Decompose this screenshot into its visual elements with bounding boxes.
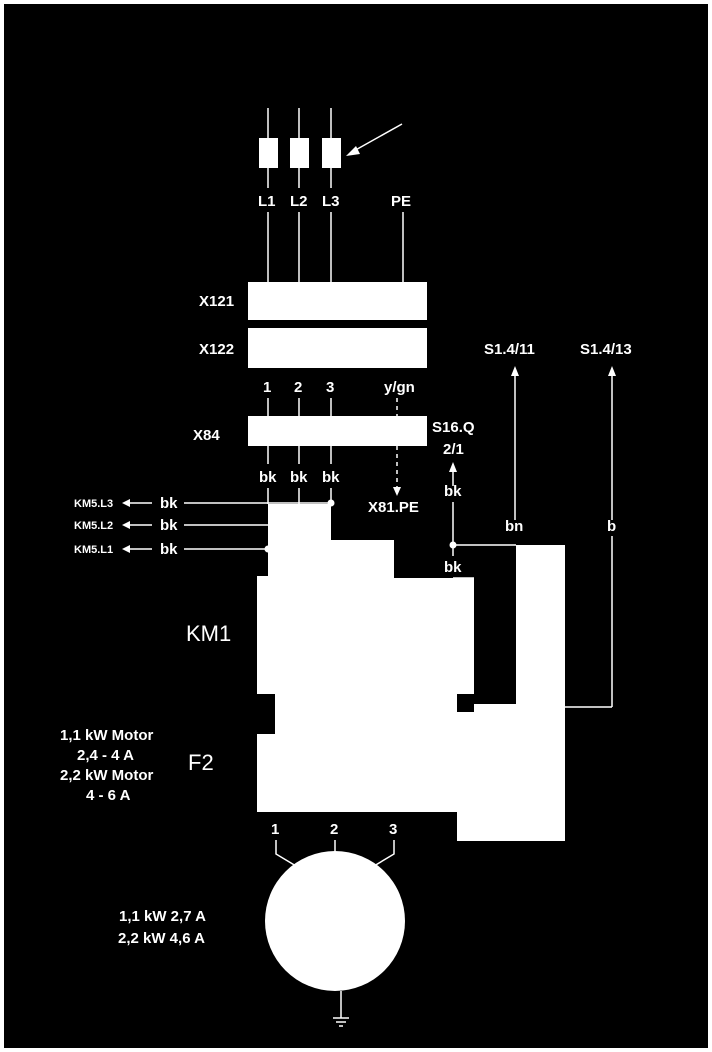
km5-l2-bk: bk: [160, 517, 178, 534]
label-km5-l1: KM5.L1: [74, 544, 113, 556]
fuse-l3: [322, 138, 341, 168]
wire-motor-1: [275, 840, 297, 867]
x84-bk-3: bk: [322, 469, 340, 486]
label-s14-13: S1.4/13: [580, 341, 632, 358]
label-x81-pe: X81.PE: [368, 499, 419, 516]
fuse-pointer-arrowhead: [346, 146, 360, 156]
arrow-s14-13: [608, 366, 616, 376]
label-s16q-bk: bk: [444, 483, 462, 500]
contactor-km1: [257, 504, 474, 712]
wire-motor-3: [373, 840, 395, 867]
label-km1: KM1: [186, 621, 231, 646]
label-km1-bk: bk: [444, 559, 462, 576]
aux-contact-block: [457, 545, 565, 841]
label-km5-l3: KM5.L3: [74, 498, 113, 510]
breaker-rating-1: 1,1 kW Motor: [60, 727, 154, 744]
label-s14-11: S1.4/11: [484, 341, 535, 358]
fuse-pointer-arrow: [351, 123, 403, 153]
label-km5-l2: KM5.L2: [74, 520, 113, 532]
label-b: b: [607, 518, 616, 535]
motor-rating-1: 1,1 kW 2,7 A: [119, 908, 206, 925]
arrow-km5-l1: [122, 545, 130, 553]
label-l1: L1: [258, 193, 276, 210]
label-s16q-pin: 2/1: [443, 441, 464, 458]
motor-pin-1: 1: [271, 821, 279, 838]
breaker-rating-4: 4 - 6 A: [86, 787, 131, 804]
fuse-l1: [259, 138, 278, 168]
x84-bk-2: bk: [290, 469, 308, 486]
x84-bk-1: bk: [259, 469, 277, 486]
motor: [265, 851, 405, 991]
label-s16q: S16.Q: [432, 419, 475, 436]
motor-rating-2: 2,2 kW 4,6 A: [118, 930, 205, 947]
fuse-l2: [290, 138, 309, 168]
terminal-x122: [248, 328, 427, 368]
terminal-x84: [248, 416, 427, 446]
x81-arrowhead: [393, 487, 401, 496]
x122-pin-1: 1: [263, 379, 271, 396]
x122-pin-2: 2: [294, 379, 302, 396]
label-x121: X121: [199, 293, 234, 310]
breaker-rating-2: 2,4 - 4 A: [77, 747, 134, 764]
label-x122: X122: [199, 341, 234, 358]
km5-l3-bk: bk: [160, 495, 178, 512]
arrow-km5-l2: [122, 521, 130, 529]
label-l3: L3: [322, 193, 340, 210]
motor-pin-3: 3: [389, 821, 397, 838]
s16q-arrowhead: [449, 462, 457, 472]
arrow-s14-11: [511, 366, 519, 376]
motor-pin-2: 2: [330, 821, 338, 838]
label-pe: PE: [391, 193, 411, 210]
label-l2: L2: [290, 193, 308, 210]
breaker-f2: [257, 712, 457, 812]
ground-icon: [333, 1017, 349, 1027]
terminal-x121: [248, 282, 427, 320]
breaker-rating-3: 2,2 kW Motor: [60, 767, 154, 784]
arrow-km5-l3: [122, 499, 130, 507]
label-x84: X84: [193, 427, 220, 444]
label-bn: bn: [505, 518, 523, 535]
label-f2: F2: [188, 750, 214, 775]
km5-l1-bk: bk: [160, 541, 178, 558]
x122-pin-pe: y/gn: [384, 379, 415, 396]
x122-pin-3: 3: [326, 379, 334, 396]
